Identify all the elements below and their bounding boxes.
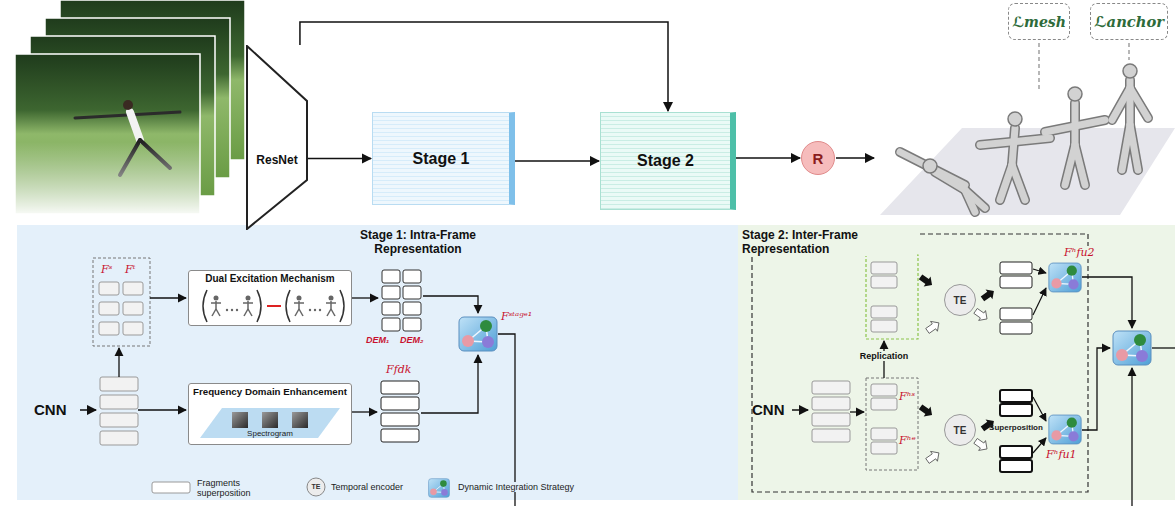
feature-symbol: Fˢᵗᵃᵍᵉ¹	[501, 310, 532, 323]
trapezoid-outline	[247, 46, 307, 229]
legend-samples	[152, 478, 449, 497]
regressor-label: R	[813, 150, 824, 167]
backbone-label: CNN	[752, 401, 785, 418]
operation-label: Superposition	[989, 423, 1043, 432]
output-arrow	[836, 157, 874, 159]
temporal-encoder: TE	[944, 284, 976, 316]
module-box: Dual Excitation Mechanism	[188, 270, 352, 326]
video-frames	[15, 0, 245, 214]
spectrogram-label: Spectrogram	[240, 429, 300, 439]
backbone-label: ResNet	[246, 153, 308, 167]
encoder-label: TE	[954, 295, 967, 306]
stage-panel: Stage 2: Inter-Frame RepresentationTE TE	[738, 225, 1175, 500]
feature-symbol: Fʰˢ	[899, 390, 915, 403]
encoder-label: TE	[312, 483, 321, 491]
module-title: Frequency Domain Enhancement	[189, 386, 351, 397]
backbone-trapezoid: ResNet	[246, 45, 308, 230]
feature-symbol: Fʰfu2	[1064, 246, 1095, 259]
loss-box: ℒanchor	[1090, 3, 1168, 40]
module-box: Frequency Domain EnhancementSpectrogram	[188, 383, 352, 445]
stage-label: Stage 2	[637, 152, 694, 170]
loss-label: ℒmesh	[1012, 14, 1066, 30]
legend-text: Fragments superposition	[196, 478, 262, 498]
stage2-internals	[752, 234, 1175, 506]
stage-label: Stage 1	[413, 150, 470, 168]
feature-symbol: Fˢ	[101, 263, 112, 276]
feature-symbol: Ffdk	[386, 363, 411, 376]
legend-text: Temporal encoder	[330, 482, 404, 492]
operation-label: Replication	[858, 351, 911, 361]
panel-ground	[738, 225, 1175, 500]
module-title: Dual Excitation Mechanism	[189, 273, 351, 284]
trapezoid-outline	[246, 45, 308, 230]
loss-label: ℒanchor	[1094, 13, 1164, 30]
temporal-encoder: TE	[944, 414, 976, 446]
feature-symbol: Fʰfu1	[1046, 448, 1077, 461]
panel-ground	[17, 225, 738, 500]
legend-text: Dynamic Integration Strategy	[457, 482, 575, 492]
flow-arrow	[515, 160, 599, 162]
loss-leader-lines	[1039, 43, 1129, 92]
backbone-label: CNN	[34, 401, 67, 418]
human-meshes	[900, 64, 1148, 212]
panel-heading: Stage 2: Inter-Frame Representation	[742, 228, 917, 256]
feature-symbol: DEM₁	[366, 335, 389, 345]
feature-symbol: DEM₂	[400, 335, 423, 345]
feature-symbol: Fʰᵉ	[899, 434, 916, 447]
flow-arrow	[308, 158, 371, 160]
flow-arrow	[736, 157, 800, 159]
encoder-label: TE	[954, 425, 967, 436]
stage-block: Stage 1	[372, 112, 515, 205]
regressor-circle: R	[801, 141, 835, 175]
flow-arrow	[300, 22, 668, 111]
loss-box: ℒmesh	[1008, 3, 1070, 40]
panel-heading: Stage 1: Intra-Frame Representation	[328, 228, 508, 256]
stage-block: Stage 2	[600, 112, 736, 210]
stage1-internals	[80, 258, 515, 506]
feature-symbol: Fᵗ	[125, 263, 135, 276]
